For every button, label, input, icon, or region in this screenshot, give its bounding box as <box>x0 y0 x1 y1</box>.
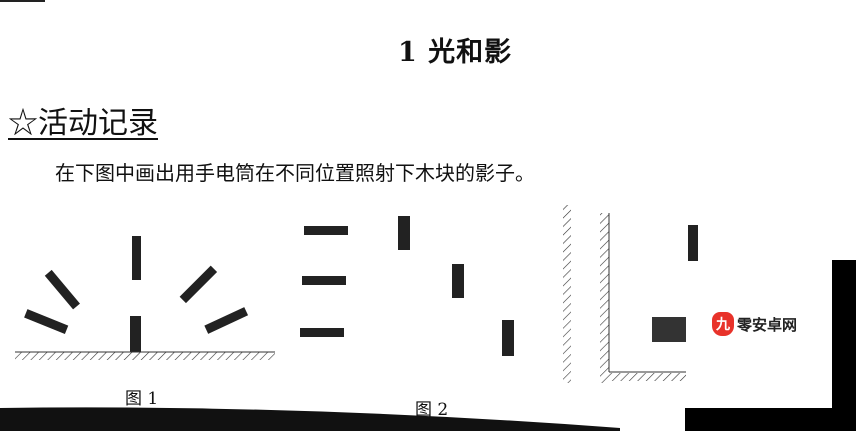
flashlight <box>304 226 348 235</box>
figure-2 <box>300 216 514 356</box>
wood-block <box>452 264 464 298</box>
figure-2-caption: 图 2 <box>415 400 449 420</box>
wood-block <box>398 216 410 250</box>
figure-1-caption: 图 1 <box>125 389 159 409</box>
flashlight <box>688 225 698 261</box>
figure-3 <box>563 205 698 383</box>
page-title: 1 光和影 <box>398 37 513 68</box>
section-heading: ☆活动记录 <box>8 106 158 141</box>
watermark-text: 零安卓网 <box>737 315 798 334</box>
wood-block <box>652 317 686 342</box>
flashlight <box>179 265 218 304</box>
watermark: 九 零安卓网 <box>712 312 797 336</box>
scan-edge-bottom <box>0 407 620 431</box>
wood-block <box>130 316 141 352</box>
flashlight <box>132 236 141 280</box>
flashlight <box>302 276 346 285</box>
ground <box>609 373 686 381</box>
flashlight <box>204 307 249 334</box>
scan-edge-corner <box>685 260 856 431</box>
wood-block <box>502 320 514 356</box>
flashlight <box>44 269 80 310</box>
ground <box>15 352 275 360</box>
scan-edge-top <box>0 0 45 2</box>
watermark-logo: 九 <box>712 312 734 336</box>
flashlight <box>24 309 69 334</box>
wall <box>600 213 609 383</box>
wall <box>563 205 571 383</box>
flashlight <box>300 328 344 337</box>
instruction-text: 在下图中画出用手电筒在不同位置照射下木块的影子。 <box>55 161 535 185</box>
figure-1 <box>15 236 275 360</box>
